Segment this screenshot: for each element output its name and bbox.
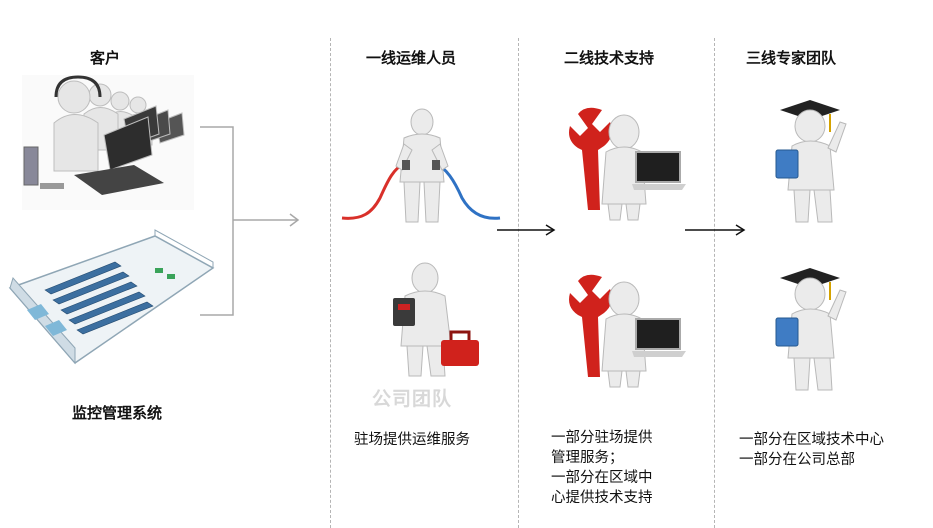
column-title-customer: 客户: [90, 49, 121, 67]
second-line-caption: 一部分驻场提供 管理服务； 一部分在区域中 心提供技术支持: [551, 430, 653, 506]
call-center-agents-icon: [22, 75, 194, 210]
column-divider-2: [518, 38, 519, 528]
column-title-second-line: 二线技术支持: [564, 49, 655, 67]
graduate-expert-with-book-icon: [775, 100, 847, 223]
data-center-floorplan-icon: [8, 229, 215, 365]
arrow-first-to-second: [497, 224, 556, 236]
arrow-second-to-third: [685, 224, 746, 236]
column-divider-1: [330, 38, 331, 528]
third-line-caption: 一部分在区域技术中心 一部分在公司总部: [739, 432, 884, 468]
column-title-first-line: 一线运维人员: [366, 49, 457, 67]
wrench-with-laptop-icon: [569, 107, 686, 221]
column-title-third-line: 三线专家团队: [746, 49, 837, 67]
monitoring-system-label: 监控管理系统: [72, 404, 163, 422]
wrench-with-laptop-icon: [569, 274, 686, 388]
technician-plugging-cables-icon: [341, 108, 501, 223]
watermark-text: 公司团队: [372, 388, 453, 410]
graduate-expert-with-book-icon: [775, 268, 847, 391]
customer-bracket-connector: [200, 126, 300, 316]
column-divider-3: [714, 38, 715, 528]
first-line-caption: 驻场提供运维服务: [354, 432, 470, 448]
technician-with-toolbox-icon: [393, 262, 479, 377]
